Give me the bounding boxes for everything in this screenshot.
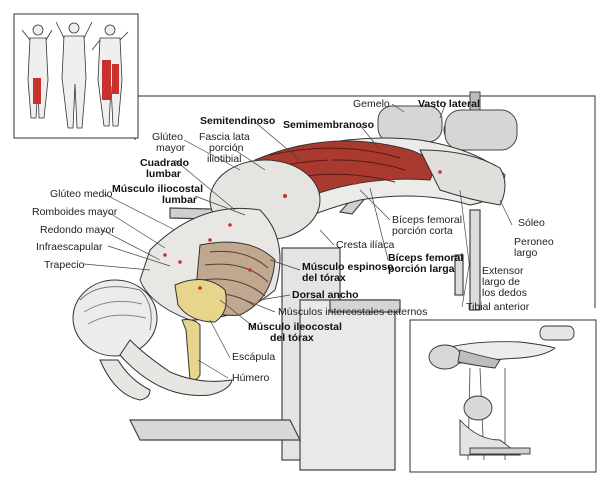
label-iliocostal-torax-1: Músculo ileocostal bbox=[248, 321, 342, 333]
label-intercostales: Músculos intercostales externos bbox=[278, 306, 428, 318]
label-espinoso-2: del tórax bbox=[302, 272, 346, 284]
label-gemelo: Gemelo bbox=[353, 98, 390, 110]
label-espinoso-1: Músculo espinoso bbox=[302, 261, 394, 273]
label-extensor-1: Extensor bbox=[482, 265, 524, 277]
label-humero: Húmero bbox=[232, 372, 270, 384]
label-escapula: Escápula bbox=[232, 351, 276, 363]
label-trapecio: Trapecio bbox=[44, 259, 85, 271]
machine-frame bbox=[129, 95, 596, 471]
label-fascia-lata-2: porción bbox=[209, 142, 244, 154]
label-peroneo-1: Peroneo bbox=[514, 236, 554, 248]
label-biceps-larga-1: Bíceps femoral bbox=[388, 252, 464, 264]
label-extensor-3: los dedos bbox=[482, 287, 527, 299]
label-gluteo-mayor-1: Glúteo bbox=[152, 131, 183, 143]
label-gluteo-mayor-2: mayor bbox=[156, 142, 186, 154]
body bbox=[72, 137, 506, 401]
label-cuadrado-lumbar-2: lumbar bbox=[146, 168, 182, 180]
label-biceps-corta-2: porción corta bbox=[392, 225, 453, 237]
label-iliocostal-torax-2: del tórax bbox=[270, 332, 314, 344]
label-cuadrado-lumbar-1: Cuadrado bbox=[140, 157, 190, 169]
label-vasto-lateral: Vasto lateral bbox=[418, 98, 480, 110]
label-biceps-larga-2: porción larga bbox=[388, 263, 455, 275]
muscle-highlights bbox=[163, 148, 442, 290]
anatomy-figures-icon bbox=[21, 21, 129, 129]
label-iliocostal-lumbar-2: lumbar bbox=[162, 194, 198, 206]
label-extensor-2: largo de bbox=[482, 276, 520, 288]
label-fascia-lata-1: Fascia lata bbox=[199, 131, 250, 143]
label-infraescapular: Infraescapular bbox=[36, 241, 103, 253]
label-biceps-corta-1: Bíceps femoral bbox=[392, 214, 463, 226]
label-semimembranoso: Semimembranoso bbox=[283, 119, 375, 131]
label-soleo: Sóleo bbox=[518, 217, 545, 229]
leg-pads bbox=[377, 91, 518, 151]
leader-lines bbox=[83, 102, 513, 379]
label-cresta-iliaca: Cresta ilíaca bbox=[336, 239, 395, 251]
label-romboides-mayor: Romboides mayor bbox=[32, 206, 118, 218]
label-semitendinoso: Semitendinoso bbox=[200, 115, 276, 127]
label-peroneo-2: largo bbox=[514, 247, 538, 259]
label-gluteo-medio: Glúteo medio bbox=[50, 188, 113, 200]
label-fascia-lata-3: iliotibial bbox=[207, 153, 242, 165]
label-tibial-anterior: Tibial anterior bbox=[466, 301, 530, 313]
label-redondo-mayor: Redondo mayor bbox=[40, 224, 115, 236]
exercise-photo-icon bbox=[428, 325, 575, 461]
label-dorsal-ancho: Dorsal ancho bbox=[292, 289, 359, 301]
label-iliocostal-lumbar-1: Músculo iliocostal bbox=[112, 183, 204, 195]
